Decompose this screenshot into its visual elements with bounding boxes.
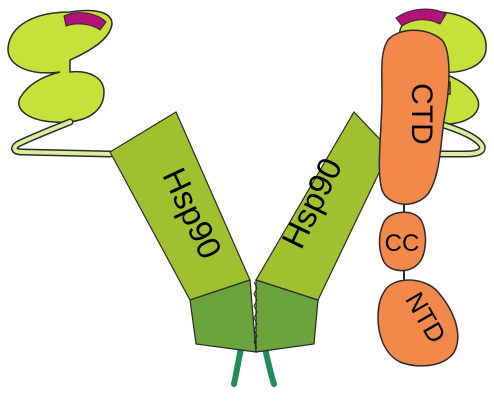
cc-label: CC bbox=[385, 230, 420, 257]
cochaperone: CTD CC NTD bbox=[378, 30, 458, 366]
left-hsp90-ntd bbox=[8, 11, 112, 123]
ctd-label: CTD bbox=[405, 83, 438, 145]
